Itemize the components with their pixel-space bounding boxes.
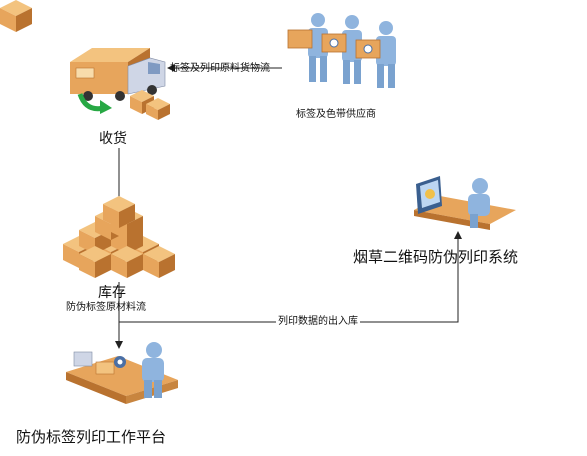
supplier-label: 标签及色带供应商 [296, 109, 376, 120]
computer-operator-icon [414, 176, 516, 230]
print-data-flow-label: 列印数据的出入库 [276, 316, 360, 327]
material-flow-label: 标签及列印原料货物流 [170, 63, 270, 74]
box-stack-icon [0, 0, 175, 278]
anti-fake-material-flow-label: 防伪标签原材料流 [66, 302, 146, 313]
supplier-workers-icon [287, 13, 396, 88]
receiving-label: 收货 [99, 131, 127, 147]
inventory-label: 库存 [98, 285, 126, 301]
delivery-truck-icon [70, 48, 170, 120]
qr-system-label: 烟草二维码防伪列印系统 [353, 248, 519, 266]
print-platform-label: 防伪标签列印工作平台 [16, 428, 167, 446]
print-workbench-icon [66, 342, 178, 404]
